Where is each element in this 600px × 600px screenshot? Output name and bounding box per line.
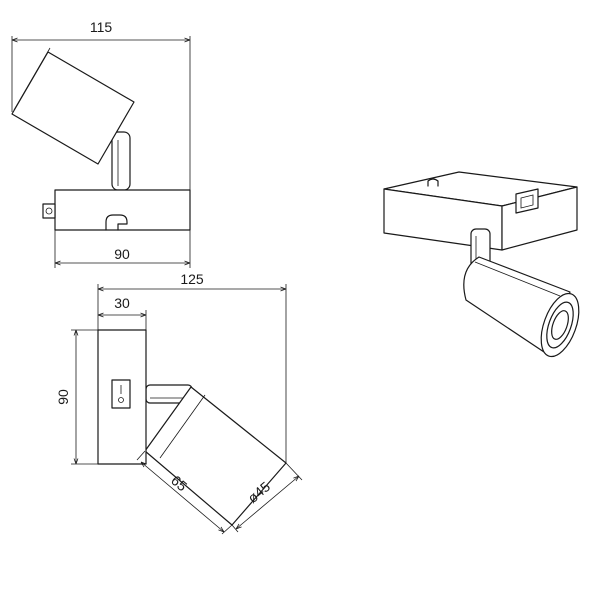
dim-side-width: 115	[90, 19, 113, 35]
iso-lamp-rim	[540, 292, 580, 358]
side-view-keyhole	[105, 214, 128, 231]
isometric-view	[383, 171, 580, 358]
dim-top-height: 90	[55, 389, 71, 405]
iso-keyhole	[427, 178, 439, 187]
iso-lamp-reflector	[546, 301, 574, 349]
dim-top-depth: 30	[114, 295, 130, 311]
side-view-base	[54, 189, 191, 231]
top-view: 125 30 90 65 ø45	[55, 271, 303, 535]
iso-lamp-lens	[551, 310, 569, 340]
side-view-stem	[111, 131, 131, 191]
dim-base-width: 90	[114, 246, 130, 262]
side-view: 115 90	[11, 19, 191, 268]
side-view-switch	[42, 203, 56, 219]
dim-top-total: 125	[180, 271, 204, 287]
